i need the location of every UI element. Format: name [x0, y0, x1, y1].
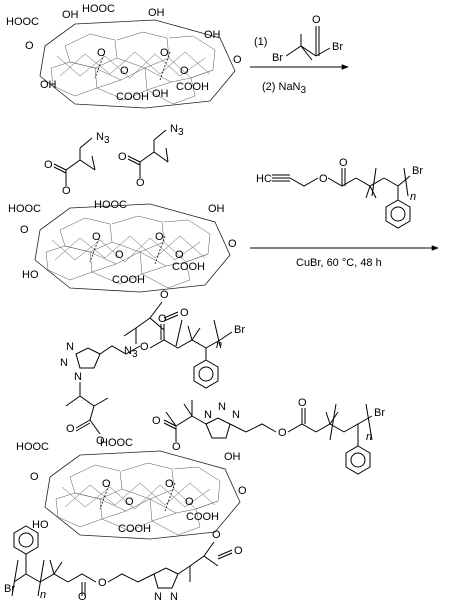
- oh-group: OH: [40, 79, 57, 91]
- svg-text:O: O: [339, 157, 348, 169]
- svg-text:Br: Br: [332, 41, 343, 53]
- svg-text:O: O: [20, 224, 29, 236]
- svg-text:n: n: [216, 339, 222, 351]
- svg-text:O: O: [96, 435, 105, 447]
- svg-text:HOOC: HOOC: [8, 203, 41, 215]
- svg-text:OH: OH: [224, 451, 241, 463]
- polystyrene-graft: O O N N O O Br n: [4, 525, 243, 601]
- svg-text:COOH: COOH: [172, 261, 205, 273]
- svg-text:O: O: [298, 397, 307, 409]
- svg-text:O: O: [115, 249, 124, 261]
- svg-text:HOOC: HOOC: [100, 437, 133, 449]
- svg-text:COOH: COOH: [118, 523, 151, 535]
- svg-text:O: O: [312, 14, 321, 26]
- svg-text:O: O: [66, 423, 75, 435]
- svg-text:O: O: [78, 591, 87, 601]
- step1-label: (2) NaN3: [262, 81, 307, 96]
- oh-group: OH: [152, 88, 169, 100]
- cooh-group: COOH: [176, 81, 209, 93]
- svg-text:O: O: [180, 307, 189, 319]
- svg-text:COOH: COOH: [112, 274, 145, 286]
- svg-text:O: O: [172, 441, 181, 453]
- svg-text:O: O: [158, 313, 167, 325]
- cooh-group: HOOC: [6, 16, 39, 28]
- svg-text:Br: Br: [374, 407, 385, 419]
- svg-text:O: O: [136, 177, 145, 189]
- svg-text:O: O: [160, 289, 169, 301]
- svg-text:O: O: [212, 529, 221, 541]
- svg-text:O: O: [30, 471, 39, 483]
- cooh-group: HOOC: [82, 3, 115, 15]
- svg-text:O: O: [165, 478, 174, 490]
- polystyrene-graft: Br n O O N N N O O: [60, 313, 245, 447]
- svg-text:O: O: [92, 231, 101, 243]
- ester-azide-arm: O O N3: [123, 289, 189, 360]
- polystyrene-graft: O O N N N O O Br n: [152, 397, 385, 475]
- ketone-o: O: [25, 40, 34, 52]
- ester-azide-arm: O O N3: [118, 123, 184, 189]
- svg-text:N3: N3: [170, 123, 184, 138]
- oh-group: OH: [62, 9, 79, 21]
- svg-text:O: O: [234, 545, 243, 557]
- svg-text:O: O: [278, 427, 287, 439]
- svg-text:Br: Br: [412, 165, 423, 177]
- svg-text:O: O: [140, 341, 149, 353]
- epoxide-o: O: [120, 65, 129, 77]
- ester-azide-arm: O O N3: [44, 131, 110, 197]
- svg-text:O: O: [44, 159, 53, 171]
- svg-text:N: N: [66, 341, 74, 353]
- svg-text:N: N: [74, 371, 82, 383]
- svg-text:N: N: [218, 401, 226, 413]
- oh-group: OH: [204, 29, 221, 41]
- svg-text:O: O: [62, 185, 71, 197]
- svg-text:O: O: [98, 577, 107, 589]
- svg-text:O: O: [125, 496, 134, 508]
- svg-text:n: n: [410, 191, 416, 203]
- svg-text:HC: HC: [256, 173, 272, 185]
- svg-text:HOOC: HOOC: [94, 199, 127, 211]
- go-sheet-product: O O O O O O: [30, 450, 247, 540]
- svg-text:O: O: [102, 478, 111, 490]
- svg-text:O: O: [238, 485, 247, 497]
- svg-text:N3: N3: [124, 345, 138, 360]
- svg-text:HO: HO: [22, 269, 39, 281]
- svg-text:Br: Br: [234, 324, 245, 336]
- svg-text:HO: HO: [32, 519, 49, 531]
- svg-text:n: n: [40, 589, 46, 601]
- svg-text:N: N: [204, 409, 212, 421]
- epoxide-o: O: [97, 47, 106, 59]
- svg-text:Br: Br: [4, 583, 15, 595]
- svg-text:HOOC: HOOC: [16, 441, 49, 453]
- svg-text:(1): (1): [254, 36, 267, 48]
- svg-text:O: O: [228, 238, 237, 250]
- svg-text:O: O: [118, 151, 127, 163]
- oh-group: OH: [148, 7, 165, 19]
- svg-text:O: O: [155, 231, 164, 243]
- svg-text:O: O: [175, 249, 184, 261]
- go-sheet-start: O O O O O O: [25, 19, 242, 109]
- step2-conditions: CuBr, 60 °C, 48 h: [296, 257, 382, 269]
- svg-text:N: N: [60, 357, 68, 369]
- svg-text:N: N: [154, 591, 162, 601]
- svg-text:O: O: [152, 415, 161, 427]
- svg-text:OH: OH: [208, 203, 225, 215]
- svg-text:COOH: COOH: [186, 511, 219, 523]
- svg-text:n: n: [366, 431, 372, 443]
- cooh-group: COOH: [116, 91, 149, 103]
- svg-text:O: O: [185, 496, 194, 508]
- alkyne-polystyrene: HC O O Br n: [256, 157, 423, 229]
- svg-text:N3: N3: [96, 131, 110, 146]
- bromoisobutyryl-bromide: (1) Br O Br: [254, 14, 343, 64]
- svg-text:Br: Br: [272, 52, 283, 64]
- ketone-o: O: [233, 54, 242, 66]
- epoxide-o: O: [180, 65, 189, 77]
- svg-text:O: O: [319, 173, 328, 185]
- svg-text:N: N: [170, 591, 178, 601]
- go-sheet-azide: O O O O O O: [20, 203, 237, 293]
- epoxide-o: O: [160, 47, 169, 59]
- svg-text:N: N: [232, 409, 240, 421]
